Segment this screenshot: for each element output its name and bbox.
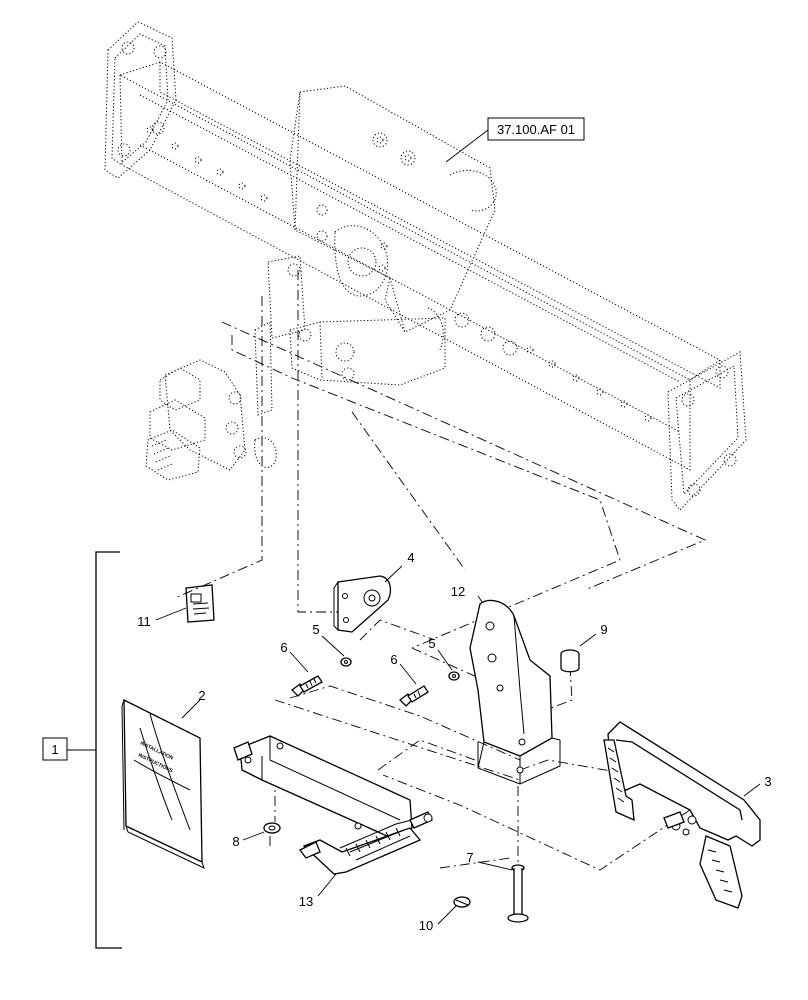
callout-10: 10 — [419, 918, 433, 933]
part-3-side-step — [603, 721, 761, 909]
callout-8: 8 — [232, 834, 239, 849]
reference-leader — [445, 129, 489, 163]
reference-label[interactable]: 37.100.AF 01 — [497, 122, 575, 137]
callout-6-b: 6 — [390, 652, 397, 667]
part-8-washer — [242, 822, 281, 841]
part-9-bushing — [560, 633, 597, 673]
part-10-clip — [437, 896, 471, 925]
beam-holes — [146, 126, 652, 422]
callout-3: 3 — [764, 774, 771, 789]
callout-4: 4 — [407, 550, 414, 565]
reference-box[interactable]: 37.100.AF 01 — [487, 117, 585, 141]
part-13-step-assembly — [233, 735, 433, 897]
part-12-upright-bracket — [469, 595, 561, 785]
part-5-washer-a — [321, 635, 352, 667]
callout-5-b: 5 — [428, 636, 435, 651]
part-7-pin — [477, 861, 529, 923]
part-6-bolt-a — [289, 651, 323, 697]
callout-9: 9 — [600, 622, 607, 637]
callout-13: 13 — [299, 894, 313, 909]
part-4-bracket-plate — [333, 565, 403, 633]
frame-assembly — [104, 21, 747, 511]
part-11-decal — [155, 584, 215, 623]
part-5-washer-b — [437, 649, 460, 681]
kit-label: 1 — [51, 742, 58, 757]
callout-labels: 2 3 4 5 5 6 6 7 8 9 10 11 12 13 — [137, 550, 771, 933]
callout-12: 12 — [451, 584, 465, 599]
part-2-instruction-book: INSTALLATION INSTRUCTIONS — [121, 698, 205, 869]
callout-11: 11 — [137, 614, 151, 629]
callout-7: 7 — [466, 850, 473, 865]
callout-5-a: 5 — [312, 622, 319, 637]
assembly-lines — [174, 270, 722, 871]
part-6-bolt-b — [399, 663, 429, 707]
kit-bracket — [67, 551, 122, 949]
kit-label-box: 1 — [42, 737, 68, 761]
callout-2: 2 — [198, 688, 205, 703]
callout-6-a: 6 — [280, 640, 287, 655]
